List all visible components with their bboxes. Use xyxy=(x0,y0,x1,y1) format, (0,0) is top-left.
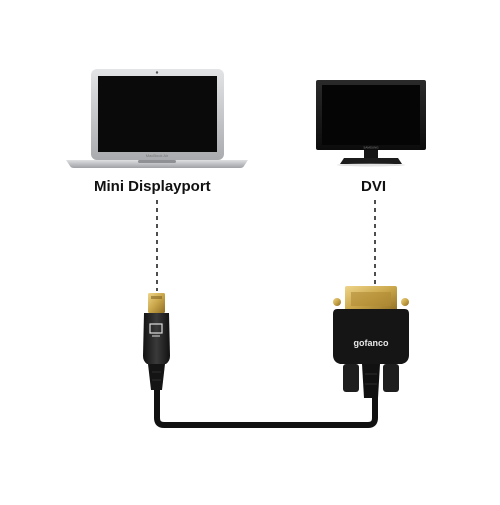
dvi-pin-block xyxy=(351,292,391,306)
dvi-screw-right xyxy=(401,298,409,306)
monitor: SAMSUNG xyxy=(316,80,426,167)
laptop-base xyxy=(66,160,248,168)
mini-displayport-plug xyxy=(143,293,170,390)
dvi-plug: gofanco xyxy=(333,286,409,398)
laptop: MacBook Air xyxy=(66,69,248,168)
monitor-screen xyxy=(322,85,420,145)
monitor-brand: SAMSUNG xyxy=(363,146,379,150)
laptop-camera xyxy=(155,71,159,74)
laptop-screen xyxy=(98,76,217,152)
laptop-logo: MacBook Air xyxy=(146,153,169,158)
mdp-tip-slot xyxy=(151,296,162,299)
dvi-label: DVI xyxy=(361,178,387,195)
mdp-plug-body xyxy=(143,313,170,364)
mdp-strain-relief xyxy=(148,364,165,390)
monitor-shadow xyxy=(337,163,405,167)
mini-displayport-label: Mini Displayport xyxy=(94,178,211,195)
monitor-neck xyxy=(364,150,378,158)
cable xyxy=(154,385,378,428)
dvi-strain-relief xyxy=(362,364,380,398)
dvi-plug-body xyxy=(333,309,409,364)
dvi-brand-text: gofanco xyxy=(354,338,390,348)
dvi-thumbscrew-left xyxy=(343,364,359,392)
dvi-screw-left xyxy=(333,298,341,306)
dvi-thumbscrew-right xyxy=(383,364,399,392)
monitor-stand-base xyxy=(340,158,402,164)
laptop-notch xyxy=(138,160,176,163)
mini-displayport-icon xyxy=(149,323,163,334)
